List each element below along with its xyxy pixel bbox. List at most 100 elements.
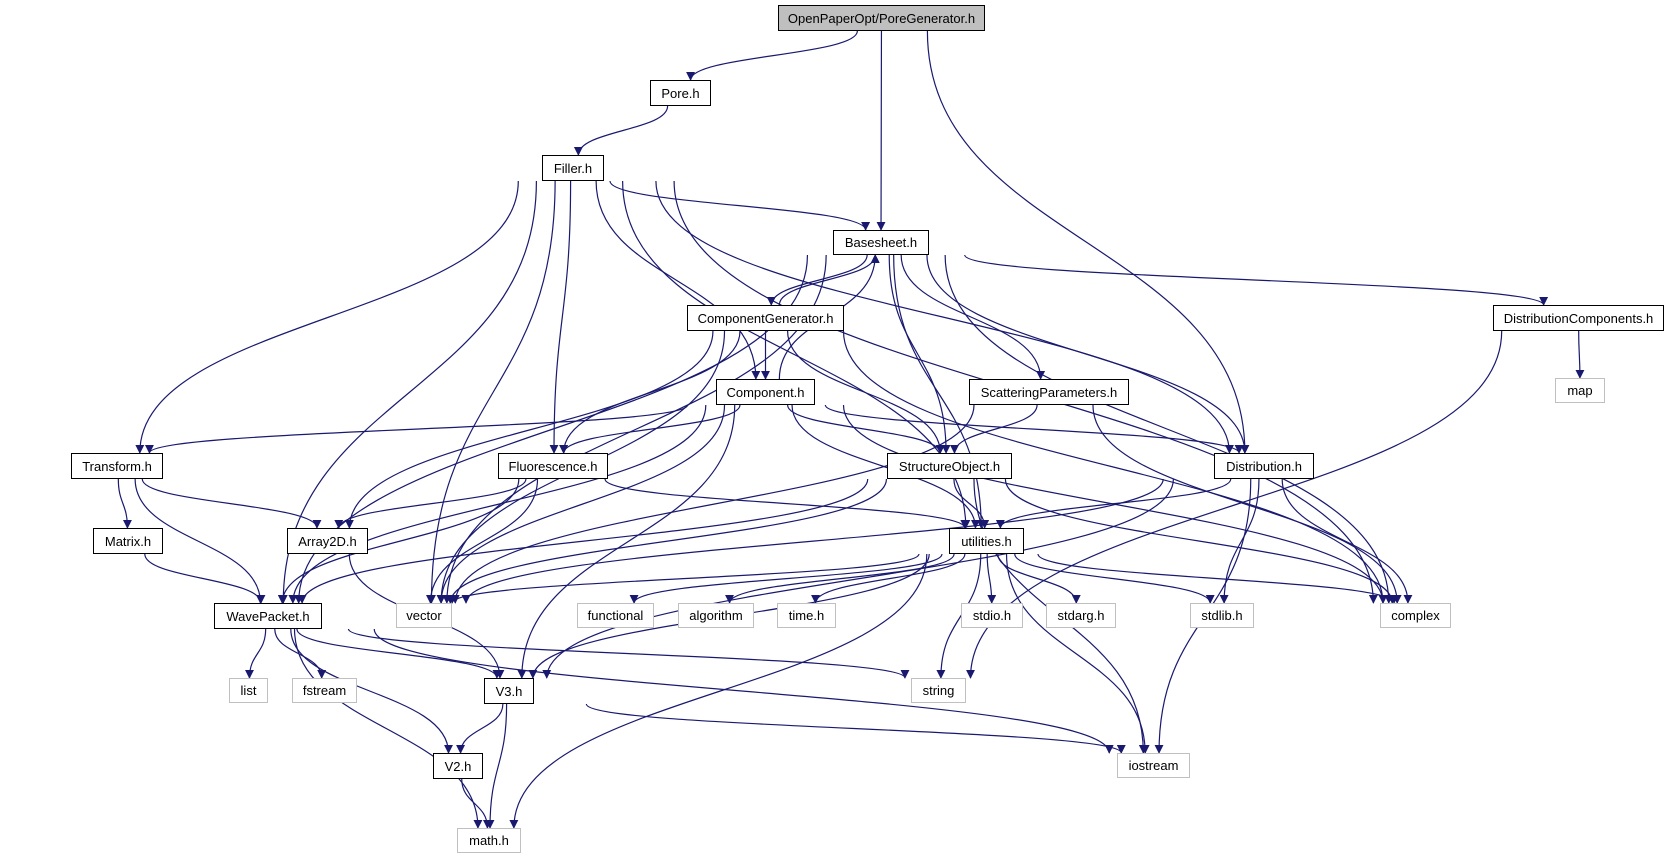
- node-matrix[interactable]: Matrix.h: [93, 528, 163, 554]
- edge-component-to-fluor: [559, 404, 741, 454]
- edge-utilities-to-stdarg: [997, 553, 1081, 604]
- node-label: vector: [406, 608, 442, 623]
- edge-wavepacket-to-string: [347, 628, 910, 679]
- node-filler[interactable]: Filler.h: [542, 155, 604, 181]
- node-label: DistributionComponents.h: [1503, 310, 1654, 326]
- node-label: iostream: [1128, 758, 1179, 773]
- node-label: algorithm: [689, 608, 743, 623]
- edge-v3-to-iostream: [585, 703, 1126, 754]
- node-utilities[interactable]: utilities.h: [949, 528, 1024, 554]
- node-label: V3.h: [495, 683, 523, 699]
- node-fluorescence[interactable]: Fluorescence.h: [498, 453, 608, 479]
- edge-component-to-v3: [517, 404, 736, 679]
- edge-compgen-to-array2d: [344, 330, 714, 529]
- node-label: fstream: [302, 683, 347, 698]
- node-scattering-parameters[interactable]: ScatteringParameters.h: [969, 379, 1129, 405]
- node-label: Fluorescence.h: [508, 458, 598, 474]
- edge-structobj-to-vector: [445, 478, 888, 604]
- edge-distribution-to-complex: [1281, 478, 1413, 604]
- node-label: map: [1567, 383, 1593, 398]
- node-stdarg: stdarg.h: [1046, 603, 1116, 628]
- node-array2d[interactable]: Array2D.h: [287, 528, 368, 554]
- node-fstream: fstream: [292, 678, 357, 703]
- node-math: math.h: [457, 828, 521, 853]
- edge-utilities-to-stdlib: [1014, 553, 1215, 604]
- node-label: OpenPaperOpt/PoreGenerator.h: [787, 10, 976, 26]
- edge-basesheet-to-compgen: [766, 254, 868, 306]
- node-label: WavePacket.h: [226, 608, 310, 624]
- edge-transform-to-array2d: [141, 478, 322, 529]
- node-label: ComponentGenerator.h: [697, 310, 834, 326]
- node-label: Pore.h: [661, 85, 700, 101]
- node-functional: functional: [577, 603, 654, 628]
- node-distribution-components[interactable]: DistributionComponents.h: [1493, 305, 1664, 331]
- node-label: Filler.h: [553, 160, 593, 176]
- edge-pore-to-filler: [573, 105, 669, 156]
- node-component[interactable]: Component.h: [716, 379, 815, 405]
- edge-scatter-to-structobj: [950, 404, 1038, 454]
- node-label: stdio.h: [972, 608, 1012, 623]
- edge-component-to-transform: [145, 404, 689, 454]
- edge-transform-to-wavepacket: [134, 478, 265, 604]
- edge-filler-to-transform: [135, 180, 519, 454]
- node-stdio: stdio.h: [961, 603, 1023, 628]
- edge-utilities-to-time: [811, 553, 966, 604]
- node-label: stdarg.h: [1057, 608, 1105, 623]
- node-transform[interactable]: Transform.h: [71, 453, 163, 479]
- node-basesheet[interactable]: Basesheet.h: [833, 230, 929, 255]
- node-label: Matrix.h: [104, 533, 152, 549]
- node-v3[interactable]: V3.h: [484, 678, 534, 704]
- node-component-generator[interactable]: ComponentGenerator.h: [687, 305, 844, 331]
- node-label: Distribution.h: [1226, 458, 1302, 474]
- edge-compgen-to-structobj: [786, 330, 945, 454]
- edge-filler-to-component: [595, 180, 761, 380]
- edge-transform-to-matrix: [117, 478, 132, 529]
- edge-matrix-to-wavepacket: [144, 553, 266, 604]
- edge-structobj-to-wavepacket: [297, 478, 869, 604]
- edge-basesheet-to-distribution: [926, 254, 1250, 454]
- edge-basesheet-to-scatter: [900, 254, 1046, 380]
- node-structure-object[interactable]: StructureObject.h: [887, 453, 1012, 479]
- edge-component-to-vector: [436, 404, 726, 604]
- edge-component-to-structobj: [786, 404, 945, 454]
- node-label: math.h: [469, 833, 509, 848]
- node-label: utilities.h: [961, 533, 1012, 549]
- edge-filler-to-distribution: [655, 180, 1234, 454]
- node-distribution[interactable]: Distribution.h: [1214, 453, 1314, 479]
- edge-root-to-distribution: [926, 30, 1250, 454]
- edge-utilities-to-iostream: [1005, 553, 1150, 754]
- edge-wavepacket-to-list: [244, 628, 267, 679]
- edge-wavepacket-to-iostream: [373, 628, 1114, 754]
- node-label: functional: [587, 608, 644, 623]
- node-label: complex: [1391, 608, 1440, 623]
- node-label: V2.h: [444, 758, 472, 774]
- edge-filler-to-wavepacket: [278, 180, 537, 604]
- node-label: stdlib.h: [1201, 608, 1243, 623]
- node-vector: vector: [396, 603, 452, 628]
- node-label: StructureObject.h: [898, 458, 1001, 474]
- edge-scatter-to-complex: [1092, 404, 1402, 604]
- node-string: string: [911, 678, 966, 703]
- node-complex: complex: [1380, 603, 1451, 628]
- node-wavepacket[interactable]: WavePacket.h: [214, 603, 322, 629]
- edge-scatter-to-vector: [450, 404, 975, 604]
- edge-basesheet-to-distcomp: [964, 254, 1548, 306]
- node-label: ScatteringParameters.h: [980, 384, 1118, 400]
- node-list: list: [229, 678, 268, 703]
- node-algorithm: algorithm: [678, 603, 754, 628]
- node-pore[interactable]: Pore.h: [650, 80, 711, 106]
- node-label: Transform.h: [82, 458, 152, 474]
- edge-component-to-wavepacket: [288, 404, 707, 604]
- edge-distcomp-to-map: [1575, 330, 1585, 379]
- node-label: Array2D.h: [298, 533, 357, 549]
- node-v2[interactable]: V2.h: [433, 753, 483, 779]
- edge-utilities-to-complex: [1037, 553, 1399, 604]
- edge-filler-to-vector: [426, 180, 556, 604]
- edge-filler-to-basesheet: [609, 180, 871, 231]
- edge-basesheet-to-complex: [944, 254, 1394, 604]
- edge-utilities-to-stdio: [986, 553, 997, 604]
- node-label: Component.h: [726, 384, 805, 400]
- edge-distribution-to-v3: [542, 478, 1174, 679]
- edge-v3-to-math: [485, 703, 508, 829]
